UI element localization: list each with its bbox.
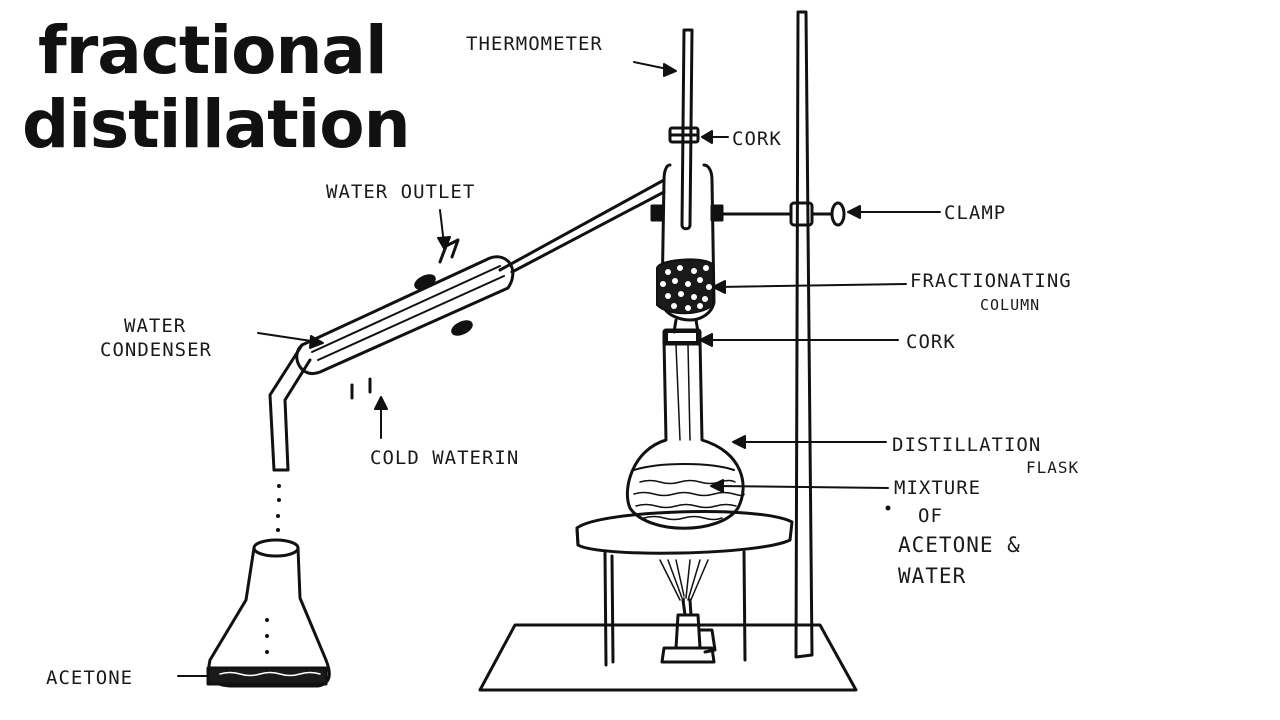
retort-stand bbox=[710, 10, 846, 659]
label-water-condenser-line1: WATER bbox=[124, 315, 186, 337]
label-fractionating-column-line1: FRACTIONATING bbox=[910, 270, 1072, 292]
column-clamp-left bbox=[650, 204, 664, 222]
base-plate bbox=[478, 623, 858, 692]
delivery-tube bbox=[498, 178, 666, 274]
label-clamp: CLAMP bbox=[944, 202, 1006, 224]
annotation-arrows bbox=[177, 61, 941, 677]
label-mixture-line3: ACETONE & bbox=[898, 533, 1021, 557]
glass-beads bbox=[656, 258, 714, 315]
label-water-condenser-line2: CONDENSER bbox=[100, 339, 212, 361]
title-line-1: fractional bbox=[38, 12, 388, 89]
tripod-stand bbox=[575, 510, 794, 667]
tripod-leg bbox=[742, 550, 747, 662]
title-line-2: distillation bbox=[22, 86, 411, 163]
label-thermometer: THERMOMETER bbox=[466, 33, 603, 55]
column-clamp-right bbox=[710, 204, 724, 222]
clamp-screw bbox=[830, 201, 846, 227]
water-condenser bbox=[295, 238, 515, 400]
label-acetone: ACETONE bbox=[46, 667, 133, 689]
label-water-outlet: WATER OUTLET bbox=[326, 181, 475, 203]
burner bbox=[659, 559, 717, 664]
thermometer bbox=[680, 28, 694, 231]
label-distillation-flask-line2: FLASK bbox=[1026, 458, 1079, 477]
water-inlet-nozzle bbox=[350, 377, 372, 400]
label-distillation-flask-line1: DISTILLATION bbox=[892, 434, 1041, 456]
acetone-layer bbox=[206, 666, 328, 686]
burner-flame bbox=[659, 559, 709, 613]
label-fractionating-column-line2: COLUMN bbox=[980, 296, 1040, 314]
label-cold-water-in: COLD WATERIN bbox=[370, 447, 519, 469]
wire-gauze bbox=[575, 510, 794, 555]
burner-tube bbox=[674, 613, 702, 650]
burner-base bbox=[660, 646, 716, 664]
flask-liquid-surface bbox=[633, 463, 735, 471]
tripod-leg bbox=[603, 551, 608, 667]
label-mixture-line2: OF bbox=[918, 505, 943, 527]
label-mixture-line1: MIXTURE bbox=[894, 477, 981, 499]
fractionating-column bbox=[650, 163, 724, 334]
label-cork-top: CORK bbox=[732, 128, 782, 150]
distillation-flask bbox=[625, 338, 745, 530]
distillate-drops bbox=[265, 484, 281, 654]
label-mixture-line4: WATER bbox=[898, 564, 966, 588]
tripod-leg bbox=[610, 554, 615, 664]
gas-valve bbox=[698, 628, 717, 654]
label-cork-bottom: CORK bbox=[906, 331, 956, 353]
stand-rod bbox=[794, 10, 814, 659]
outlet-tube bbox=[268, 343, 312, 472]
receiver-flask bbox=[206, 538, 331, 688]
